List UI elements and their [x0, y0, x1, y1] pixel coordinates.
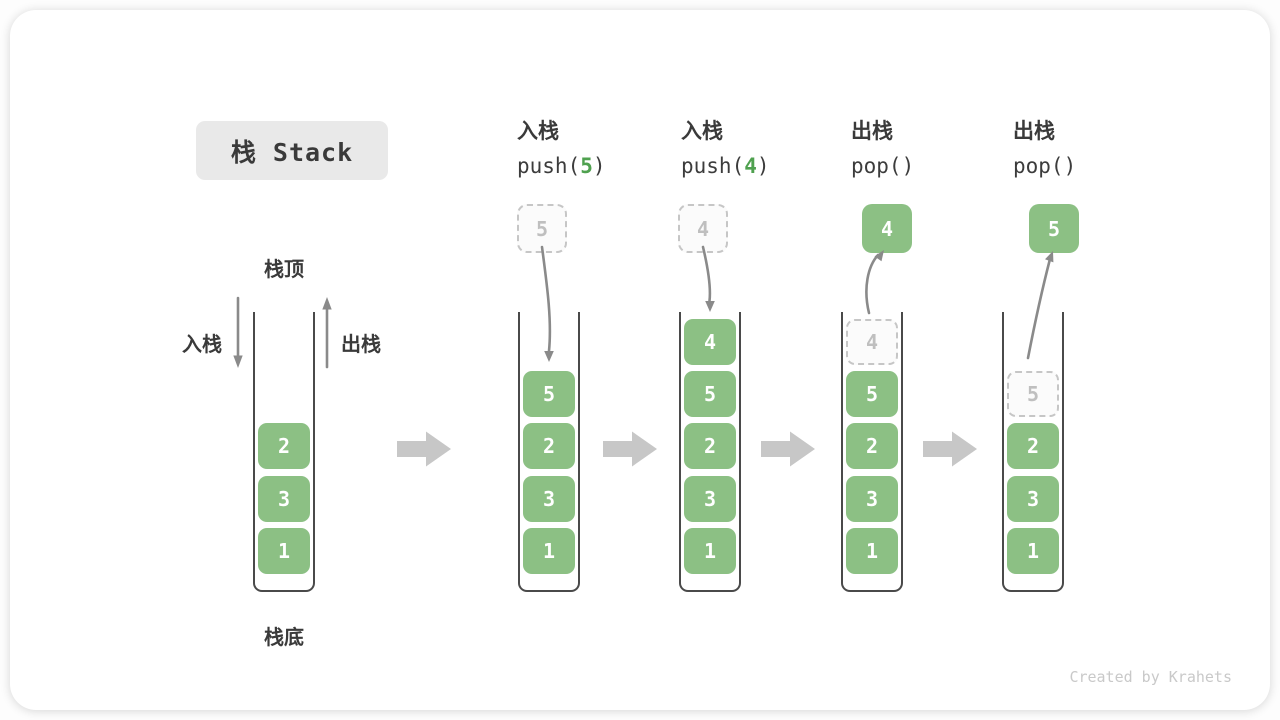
op-code-pre: pop( — [1013, 154, 1064, 178]
stack-container-2 — [518, 312, 580, 592]
op-header-push4: 入栈 push(4) — [681, 115, 770, 178]
op-code-pre: push( — [517, 154, 581, 178]
stack-item-removed: 4 — [846, 319, 898, 365]
pop-direction-arrow — [322, 297, 332, 369]
stack-item: 1 — [258, 528, 310, 574]
op-code-pre: pop( — [851, 154, 902, 178]
floating-popped-value: 4 — [862, 204, 912, 253]
stack-item: 1 — [523, 528, 575, 574]
floating-push-value: 4 — [678, 204, 728, 253]
op-code-post: ) — [756, 154, 770, 178]
op-name: 入栈 — [681, 120, 723, 143]
op-header-push5: 入栈 push(5) — [517, 115, 606, 178]
diagram-title-text: 栈 Stack — [230, 137, 354, 167]
diagram-card: 栈 Stack 栈顶 栈底 入栈 出栈 入栈 push(5) 入栈 push(4… — [10, 10, 1270, 710]
stack-item: 3 — [1007, 476, 1059, 522]
stack-item: 2 — [1007, 423, 1059, 469]
arrows-overlay — [233, 245, 1054, 467]
stack-item: 2 — [684, 423, 736, 469]
stack-item: 3 — [846, 476, 898, 522]
op-code-post: ) — [901, 154, 915, 178]
stack-container-4 — [841, 312, 903, 592]
op-header-pop2: 出栈 pop() — [1013, 115, 1076, 178]
op-name: 入栈 — [517, 120, 559, 143]
stack-item: 1 — [1007, 528, 1059, 574]
pop4-arrow — [865, 250, 884, 315]
op-code-arg: 5 — [580, 154, 593, 178]
stack-item: 3 — [684, 476, 736, 522]
stack-item: 1 — [684, 528, 736, 574]
stack-item-removed: 5 — [1007, 371, 1059, 417]
op-code: push(5) — [517, 154, 606, 178]
stack-container-1 — [253, 312, 315, 592]
stack-item: 5 — [523, 371, 575, 417]
step-arrow — [923, 431, 977, 467]
watermark: Created by Krahets — [1069, 668, 1232, 686]
diagram-title: 栈 Stack — [196, 121, 388, 180]
op-code: pop() — [851, 154, 914, 178]
op-code-pre: push( — [681, 154, 745, 178]
op-name: 出栈 — [851, 120, 893, 143]
step-arrow — [603, 431, 657, 467]
stack-item: 2 — [846, 423, 898, 469]
op-code-post: ) — [592, 154, 606, 178]
pop-side-label: 出栈 — [341, 334, 381, 356]
push-side-label: 入栈 — [182, 334, 222, 356]
op-name: 出栈 — [1013, 120, 1055, 143]
floating-push-value: 5 — [517, 204, 567, 253]
stack-item: 5 — [846, 371, 898, 417]
op-code: push(4) — [681, 154, 770, 178]
stack-item: 5 — [684, 371, 736, 417]
step-arrow — [761, 431, 815, 467]
push4-arrow — [701, 245, 715, 312]
stack-item: 2 — [523, 423, 575, 469]
floating-popped-value: 5 — [1029, 204, 1079, 253]
op-code: pop() — [1013, 154, 1076, 178]
push-direction-arrow — [233, 296, 243, 368]
stack-container-3 — [679, 312, 741, 592]
stack-item: 3 — [258, 476, 310, 522]
stack-item: 2 — [258, 423, 310, 469]
stack-top-label: 栈顶 — [264, 259, 304, 281]
stack-item: 4 — [684, 319, 736, 365]
step-arrow — [397, 431, 451, 467]
stack-container-5 — [1002, 312, 1064, 592]
stack-item: 1 — [846, 528, 898, 574]
op-code-arg: 4 — [744, 154, 757, 178]
op-code-post: ) — [1063, 154, 1077, 178]
stack-bottom-label: 栈底 — [264, 627, 304, 649]
stack-item: 3 — [523, 476, 575, 522]
op-header-pop1: 出栈 pop() — [851, 115, 914, 178]
